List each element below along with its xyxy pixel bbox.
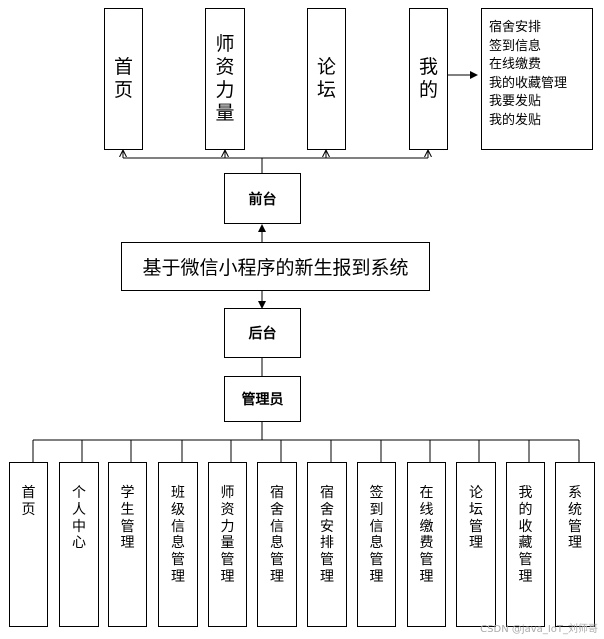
admin-module-favorites: 我的收藏管理 <box>506 462 545 627</box>
my-submenu-item: 我的发贴 <box>489 112 542 128</box>
front-module-mine: 我的 <box>409 8 448 150</box>
admin-module-students: 学生管理 <box>108 462 147 627</box>
admin-module-dorm-assign: 宿舍安排管理 <box>307 462 347 627</box>
admin-label: 管理员 <box>241 392 284 408</box>
admin-module-dorm-info: 宿舍信息管理 <box>257 462 297 627</box>
my-submenu-item: 我的收藏管理 <box>489 75 568 91</box>
admin-module-faculty: 师资力量管理 <box>208 462 247 627</box>
admin-module-home: 首页 <box>9 462 48 627</box>
admin-module-personal-center: 个人中心 <box>59 462 99 627</box>
system-title: 基于微信小程序的新生报到系统 <box>142 257 409 279</box>
my-submenu-box: 宿舍安排 签到信息 在线缴费 我的收藏管理 我要发贴 我的发贴 <box>481 8 593 150</box>
my-submenu-item: 签到信息 <box>489 38 542 54</box>
admin-module-checkin: 签到信息管理 <box>357 462 396 627</box>
my-submenu-item: 宿舍安排 <box>489 20 542 35</box>
my-submenu-item: 在线缴费 <box>489 57 542 72</box>
front-module-faculty: 师资力量 <box>205 8 245 150</box>
my-submenu-item: 我要发贴 <box>489 94 542 109</box>
front-end-node: 前台 <box>224 173 301 224</box>
front-module-forum: 论坛 <box>307 8 346 150</box>
front-end-label: 前台 <box>248 191 277 208</box>
back-end-node: 后台 <box>224 308 301 358</box>
admin-node: 管理员 <box>224 376 301 422</box>
watermark: CSDN @java_IoT_刘师哥 <box>480 624 598 635</box>
admin-module-class-info: 班级信息管理 <box>158 462 198 627</box>
front-module-home: 首页 <box>104 8 143 150</box>
admin-module-system: 系统管理 <box>555 462 595 627</box>
admin-module-forum: 论坛管理 <box>456 462 496 627</box>
back-end-label: 后台 <box>248 326 277 342</box>
admin-module-payment: 在线缴费管理 <box>407 462 446 627</box>
system-title-node: 基于微信小程序的新生报到系统 <box>121 242 430 291</box>
